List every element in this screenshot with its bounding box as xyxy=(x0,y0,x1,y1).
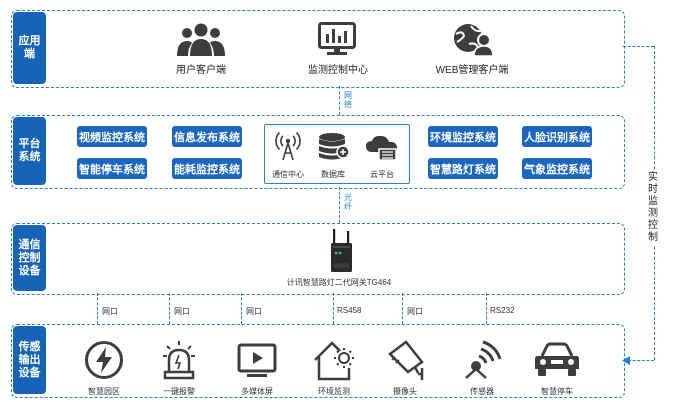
platform-system: 智慧路灯系统 xyxy=(428,158,498,179)
platform-system: 视频监控系统 xyxy=(77,126,147,147)
platform-system: 气象监控系统 xyxy=(522,158,592,179)
database-icon xyxy=(318,133,350,161)
app-layer-tag: 应用端 xyxy=(13,12,46,84)
platform-center-label: 数据库 xyxy=(321,170,345,179)
sensor-item-label: 智慧停车 xyxy=(541,387,573,396)
sensor-item-label: 智慧园区 xyxy=(88,387,120,396)
platform-center-label: 通信中心 xyxy=(272,170,304,179)
alarm-light-icon xyxy=(162,340,196,380)
sensor-item-label: 环境监测 xyxy=(318,387,350,396)
port-link-line xyxy=(97,293,98,324)
app-item-label: WEB管理客户端 xyxy=(435,65,509,76)
comm-layer-tag: 通信控制设备 xyxy=(13,225,46,291)
app-item-label: 监测控制中心 xyxy=(308,65,368,76)
port-label: RS232 xyxy=(490,306,515,315)
fiber-link-line xyxy=(339,187,340,223)
web-client-icon xyxy=(451,22,493,56)
app-layer xyxy=(11,10,625,88)
sensor-layer-label: 传感输出设备 xyxy=(18,340,41,379)
sensor-item-label: 摄像头 xyxy=(393,387,417,396)
arrow-left-icon xyxy=(622,356,630,365)
platform-system: 人脸识别系统 xyxy=(522,126,592,147)
port-link-line xyxy=(486,293,487,324)
signal-sensor-icon xyxy=(463,339,503,381)
camera-icon xyxy=(386,340,430,382)
platform-layer-tag: 平台系统 xyxy=(13,117,46,185)
play-screen-icon xyxy=(237,343,277,379)
realtime-loop-bottom xyxy=(628,360,654,361)
platform-system: 环境监控系统 xyxy=(428,126,498,147)
comm-layer xyxy=(11,223,625,295)
sensor-item-label: 传感器 xyxy=(470,387,494,396)
house-sun-icon xyxy=(312,338,356,382)
realtime-loop-top xyxy=(623,46,654,47)
platform-system: 智能停车系统 xyxy=(77,158,147,179)
fiber-link-label: 光纤 xyxy=(344,193,352,211)
port-label: 网口 xyxy=(246,307,262,316)
port-link-line xyxy=(169,293,170,324)
port-label: 网口 xyxy=(102,307,118,316)
platform-center-box xyxy=(264,124,410,184)
cloud-icon xyxy=(365,135,401,161)
app-item-label: 用户客户端 xyxy=(176,65,226,76)
sensor-layer-tag: 传感输出设备 xyxy=(13,326,46,394)
gateway-router-icon xyxy=(330,229,354,273)
gateway-label: 计讯智慧路灯二代网关TG464 xyxy=(286,278,392,287)
app-layer-label: 应用端 xyxy=(18,35,41,60)
port-label: RS458 xyxy=(337,306,362,315)
comm-layer-label: 通信控制设备 xyxy=(18,238,41,277)
port-link-line xyxy=(402,293,403,324)
network-link-label: 网络 xyxy=(344,91,352,109)
sensor-item-label: 多媒体屏 xyxy=(241,387,273,396)
platform-system: 信息发布系统 xyxy=(172,126,242,147)
port-link-line xyxy=(241,293,242,324)
realtime-label-bg xyxy=(646,170,662,246)
port-link-line xyxy=(333,293,334,324)
platform-system: 能耗监控系统 xyxy=(172,158,242,179)
antenna-icon xyxy=(275,129,301,161)
platform-center-label: 云平台 xyxy=(370,170,394,179)
network-link-line xyxy=(339,86,340,115)
car-icon xyxy=(534,342,580,378)
users-icon xyxy=(177,22,225,56)
port-label: 网口 xyxy=(174,307,190,316)
monitor-dashboard-icon xyxy=(318,22,356,56)
lightning-icon xyxy=(84,340,124,380)
platform-layer-label: 平台系统 xyxy=(18,138,41,163)
port-label: 网口 xyxy=(407,307,423,316)
realtime-label: 实时监测控制 xyxy=(648,172,658,243)
sensor-item-label: 一键报警 xyxy=(163,387,195,396)
